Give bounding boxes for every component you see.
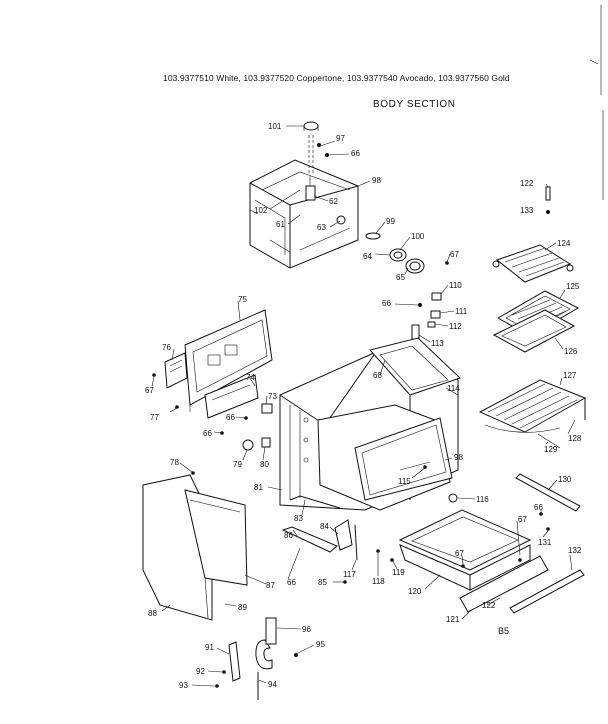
part-73: 73 (268, 392, 277, 401)
part-66c: 66 (226, 413, 235, 422)
part-110: 110 (449, 281, 462, 290)
part-79: 79 (233, 460, 242, 469)
broiler-rack-124 (492, 244, 574, 283)
part-124: 124 (557, 239, 571, 248)
part-86: 86 (284, 531, 293, 540)
section-title: BODY SECTION (373, 99, 456, 110)
part-67a: 67 (450, 250, 459, 259)
part-63: 63 (317, 223, 326, 232)
part-125: 125 (566, 282, 580, 291)
leader-lines (151, 125, 576, 687)
part-78: 78 (170, 458, 179, 467)
part-88: 88 (148, 609, 157, 618)
part-97: 97 (336, 134, 345, 143)
part-132: 132 (568, 546, 582, 555)
part-91: 91 (205, 643, 214, 652)
broiler-pan-126 (492, 309, 576, 353)
part-85: 85 (318, 578, 327, 587)
part-89: 89 (238, 603, 247, 612)
part-101: 101 (268, 122, 282, 131)
part-67d: 67 (455, 549, 464, 558)
storage-drawer-120 (398, 509, 532, 591)
part-77: 77 (150, 413, 159, 422)
part-126: 126 (564, 347, 578, 356)
part-114: 114 (447, 384, 460, 393)
floor-parts (281, 495, 353, 553)
oven-liner-98 (317, 404, 453, 511)
hinge-parts (215, 617, 298, 700)
part-67b: 67 (145, 386, 154, 395)
drawer-front-121 (459, 555, 549, 613)
part-115: 115 (398, 477, 411, 486)
burner-rings (365, 232, 425, 274)
back-panel-75 (184, 309, 273, 412)
part-95: 95 (316, 640, 325, 649)
part-117: 117 (343, 570, 356, 579)
part-64: 64 (363, 252, 372, 261)
part-119: 119 (392, 568, 405, 577)
part-65: 65 (396, 273, 405, 282)
shield-74 (204, 374, 273, 419)
part-92: 92 (196, 667, 205, 676)
oven-rack-127 (478, 379, 587, 449)
part-74: 74 (246, 373, 255, 382)
model-list-header: 103.9377510 White, 103.9377520 Copperton… (163, 73, 510, 83)
part-120: 120 (408, 587, 422, 596)
part-133: 133 (520, 206, 534, 215)
drawer-rails (509, 473, 585, 614)
part-122: 122 (520, 179, 534, 188)
part-112: 112 (449, 322, 462, 331)
bracket-76 (164, 352, 188, 389)
part-130: 130 (558, 475, 572, 484)
valve-79 (242, 437, 271, 451)
part-94: 94 (268, 680, 277, 689)
part-96: 96 (302, 625, 311, 634)
part-113: 113 (431, 339, 444, 348)
part-98b: 98 (454, 453, 463, 462)
part-127: 127 (563, 371, 577, 380)
part-100: 100 (411, 232, 425, 241)
part-66a: 66 (351, 149, 360, 158)
part-122b: 122 (482, 601, 496, 610)
part-75: 75 (238, 295, 247, 304)
part-labels: 101 97 66 98 102 62 61 63 99 100 64 65 6… (145, 122, 582, 690)
part-66b: 66 (382, 299, 391, 308)
part-61: 61 (276, 220, 285, 229)
part-62: 62 (329, 197, 338, 206)
part-111: 111 (455, 307, 468, 316)
part-121: 121 (446, 615, 460, 624)
part-66e: 66 (534, 503, 543, 512)
part-67c: 67 (518, 515, 527, 524)
part-80: 80 (260, 460, 269, 469)
part-83: 83 (294, 514, 303, 523)
part-116: 116 (476, 495, 489, 504)
part-87: 87 (266, 581, 275, 590)
page-edge-marks (589, 5, 604, 200)
part-81: 81 (254, 483, 263, 492)
part-99: 99 (386, 217, 395, 226)
part-102: 102 (254, 206, 268, 215)
part-66f: 66 (287, 578, 296, 587)
part-93: 93 (179, 681, 188, 690)
part-131: 131 (538, 538, 552, 547)
diagram-code: B5 (498, 626, 510, 636)
side-panel-88 (142, 474, 248, 621)
cap-101 (303, 121, 319, 175)
part-118: 118 (372, 577, 385, 586)
part-128: 128 (568, 434, 582, 443)
part-98a: 98 (372, 176, 381, 185)
part-84: 84 (320, 522, 329, 531)
pin-122 (545, 186, 551, 214)
part-68: 68 (373, 371, 382, 380)
part-129: 129 (544, 445, 558, 454)
switch-parts (411, 292, 442, 340)
part-66d: 66 (203, 429, 212, 438)
part-76: 76 (162, 343, 171, 352)
top-cabinet-98 (249, 159, 359, 269)
